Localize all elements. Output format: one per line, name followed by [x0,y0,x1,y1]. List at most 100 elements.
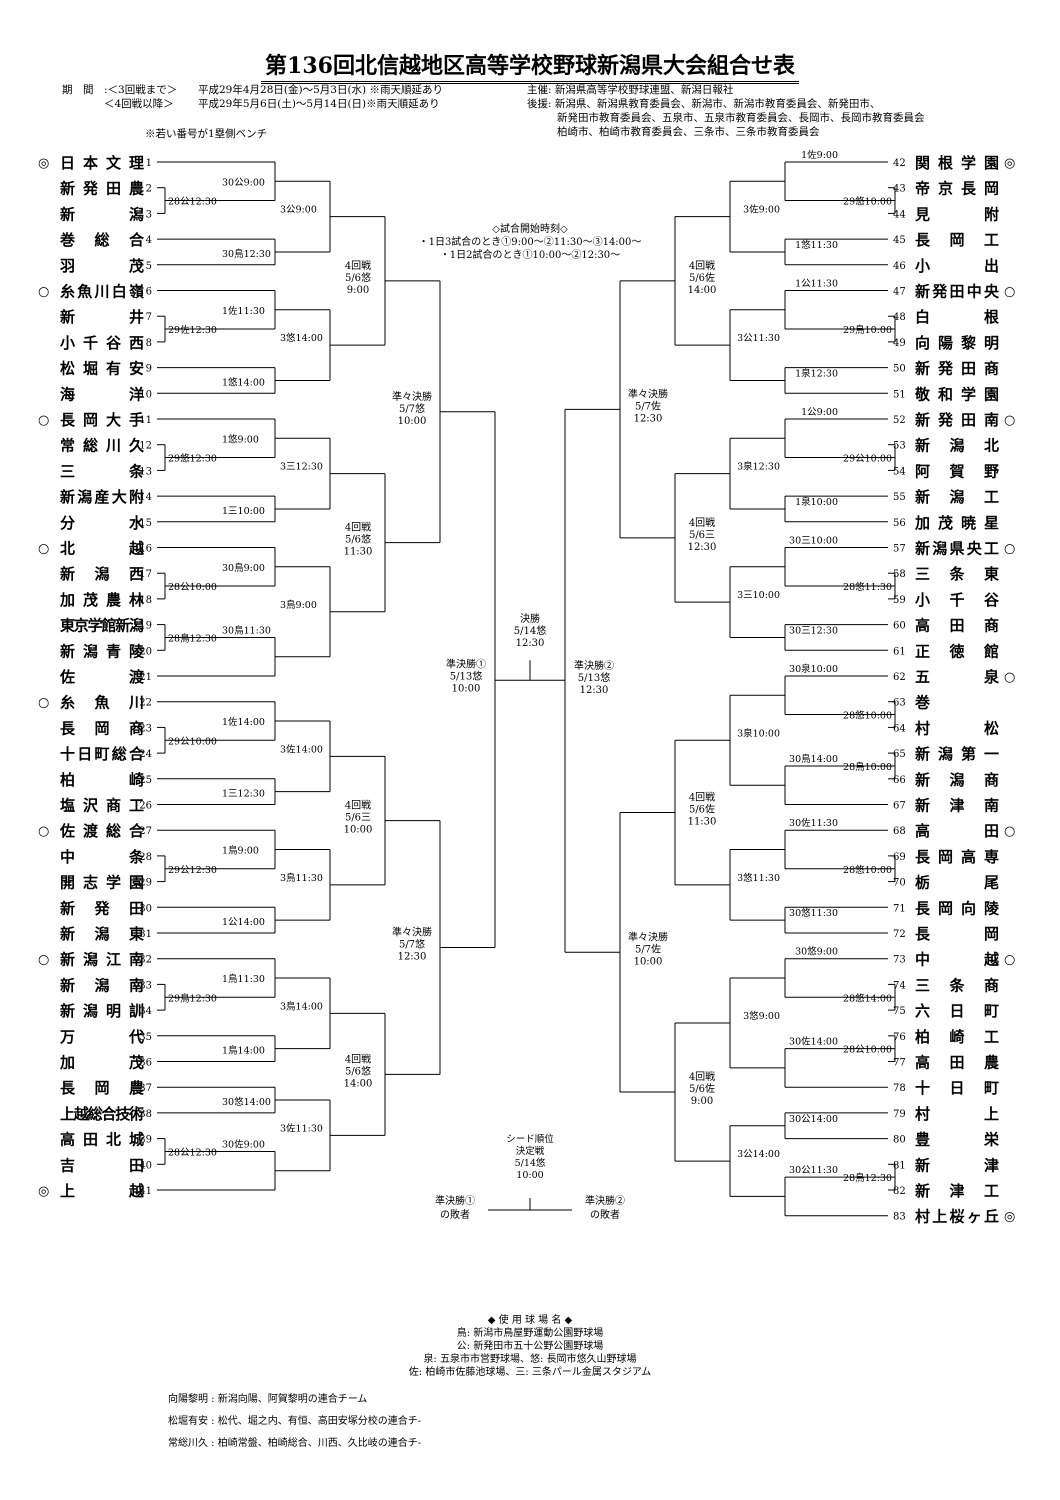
seed-mark-16: ○ [38,542,49,557]
team-number-38: 38 [139,1109,152,1120]
team-number-33: 33 [139,980,152,991]
r2-game-label-31: 30公14:00 [789,1114,838,1125]
team-number-50: 50 [893,364,906,375]
r1-game-label-12: 29公10:00 [843,454,892,465]
team-number-2: 2 [146,184,152,195]
team-number-61: 61 [893,646,906,657]
page-title: 第136回北信越地区高等学校野球新潟県大会組合せ表 [0,48,1060,84]
r1-game-label-15: 28鳥10:00 [843,761,892,773]
sf1-loser-label-2: の敗者 [440,1208,470,1221]
team-number-46: 46 [893,261,906,272]
team-name-66: 新潟商 [915,771,999,789]
team-number-73: 73 [893,955,906,966]
team-name-44: 見附 [914,205,999,223]
start-times-line-1: ・1日3試合のとき①9:00〜②11:30〜③14:00〜 [418,237,642,248]
team-number-71: 71 [893,903,906,914]
team-number-52: 52 [893,415,906,426]
r1-game-label-4: 28公10:00 [168,582,217,593]
team-number-4: 4 [146,235,152,246]
team-name-1: 日本文理 [60,154,144,172]
footnote-3: 常総川久 : 柏崎常盤、柏崎総合、川西、久比岐の連合チ- [168,1438,422,1449]
team-name-47: 新発田中央 [915,283,1000,301]
r3-game-label-9: 3佐9:00 [743,204,780,216]
team-name-42: 関根学園 [915,154,999,172]
r4-title-2: 4回戦 [345,521,371,534]
team-number-5: 5 [146,261,152,272]
r2-game-label-21: 1公9:00 [801,407,838,418]
team-number-36: 36 [139,1058,152,1069]
team-number-8: 8 [146,338,152,349]
r1-game-label-8: 29鳥12:30 [168,992,217,1004]
team-number-7: 7 [146,312,152,323]
team-number-44: 44 [893,209,906,220]
team-name-46: 小出 [915,257,999,275]
seed-mark-68: ○ [1004,824,1015,839]
team-number-79: 79 [893,1109,906,1120]
r2-game-label-22: 1泉10:00 [795,496,838,508]
team-number-19: 19 [139,621,152,632]
team-name-61: 正徳館 [915,642,999,660]
venue-line-3: 泉: 五泉市市営野球場、悠: 長岡市悠久山野球場 [423,1354,637,1365]
team-name-71: 長岡向陵 [915,899,1000,917]
r1-game-label-18: 28公10:00 [843,1045,892,1056]
team-number-65: 65 [893,749,906,760]
team-name-76: 柏崎工 [915,1028,999,1046]
r2-game-label-3: 1佐11:30 [222,305,265,317]
r4-time-1: 9:00 [347,285,369,296]
team-name-74: 三条商 [915,976,999,994]
r4-title-8: 4回戦 [689,1070,715,1083]
team-name-69: 長岡高専 [915,848,999,866]
r1-game-label-17: 28悠14:00 [843,992,892,1004]
r1-game-label-9: 28公12:30 [168,1147,217,1158]
team-number-29: 29 [139,878,152,889]
team-number-75: 75 [893,1006,906,1017]
r4-date-1: 5/6悠 [345,271,371,284]
team-number-56: 56 [893,518,906,529]
seed-mark-83: ◎ [1004,1210,1015,1225]
r3-game-label-5: 3佐14:00 [280,743,323,755]
r4-title-5: 4回戦 [689,259,715,272]
team-number-28: 28 [139,852,152,863]
r2-game-label-7: 30鳥9:00 [222,562,265,574]
qf-title-2: 準々決勝 [392,925,432,938]
team-name-80: 豊栄 [915,1131,1000,1149]
team-name-49: 向陽黎明 [915,334,999,352]
r2-game-label-11: 1鳥9:00 [222,844,259,856]
team-name-45: 長岡工 [915,231,999,249]
team-number-40: 40 [139,1160,152,1171]
team-number-27: 27 [139,826,152,837]
team-number-6: 6 [146,287,152,298]
seed-mark-47: ○ [1004,285,1015,300]
team-name-33: 新潟南 [60,976,144,994]
team-number-16: 16 [139,544,152,555]
team-name-12: 常総川久 [60,437,145,455]
team-name-81: 新津 [915,1156,999,1174]
team-name-43: 帝京長岡 [915,180,999,198]
seed-mark-42: ◎ [1004,156,1015,171]
team-number-54: 54 [893,466,906,477]
r1-game-label-10: 29悠10:00 [843,196,892,208]
qf-date-2: 5/7悠 [399,937,425,950]
r2-game-label-18: 1悠11:30 [795,239,838,251]
seed-time: 10:00 [516,1170,543,1181]
team-name-23: 長岡商 [60,719,144,737]
team-name-78: 十日町 [915,1079,999,1097]
r4-time-6: 12:30 [688,542,717,553]
team-number-77: 77 [893,1058,906,1069]
team-number-24: 24 [139,749,152,760]
team-name-72: 長岡 [915,925,999,943]
sf1-date: 5/13悠 [450,670,482,683]
team-name-19: 東京学館新潟 [60,617,144,635]
team-name-41: 上越 [60,1182,145,1200]
team-name-26: 塩沢商工 [60,797,144,815]
team-number-68: 68 [893,826,906,837]
team-number-39: 39 [139,1135,152,1146]
team-name-25: 柏崎 [60,771,144,789]
qf-time-2: 12:30 [398,951,427,962]
team-name-59: 小千谷 [915,591,1000,609]
r4-title-7: 4回戦 [689,791,715,804]
team-name-18: 加茂農林 [59,591,145,609]
qf-date-3: 5/7佐 [635,400,661,412]
team-number-3: 3 [146,209,152,220]
organizer-support-3: 柏崎市、柏崎市教育委員会、三条市、三条市教育委員会 [557,126,820,138]
